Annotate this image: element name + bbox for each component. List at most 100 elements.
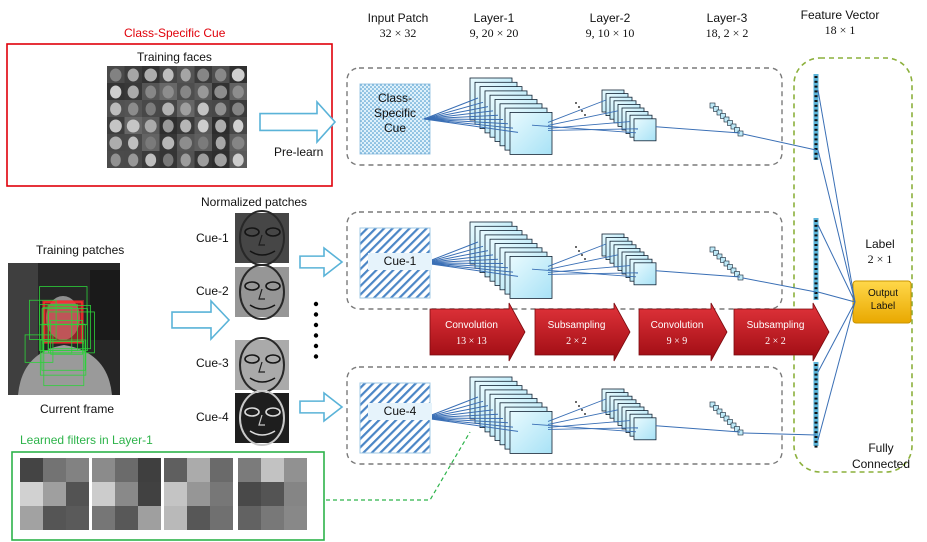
detection-box xyxy=(43,301,83,343)
pre-learn-label: Pre-learn xyxy=(274,145,324,159)
feature-vector-element xyxy=(814,143,818,146)
input-to-layer1-line xyxy=(423,417,519,432)
face-tile-face xyxy=(127,85,139,99)
filter-cell xyxy=(284,482,307,506)
feature-vector-element xyxy=(814,407,818,410)
normalized-patches-label: Normalized patches xyxy=(201,195,308,209)
layer1-to-layer2-line xyxy=(547,99,607,123)
filter-cell xyxy=(66,506,89,530)
filter-cell xyxy=(187,458,210,482)
layer1-to-layer2-line xyxy=(531,423,637,433)
label-dims: 2 × 1 xyxy=(867,252,893,267)
layer3-feature-map xyxy=(713,106,719,112)
cue1-input-label: Cue-1 xyxy=(368,253,432,271)
layer3-feature-map xyxy=(730,267,737,274)
header-layer3-name: Layer-3 xyxy=(706,11,748,25)
input-patch-box xyxy=(359,83,431,155)
cue-patch-mouth xyxy=(249,430,276,436)
connection-ellipsis xyxy=(584,258,586,260)
frame-door xyxy=(90,270,120,340)
input-to-layer1-line xyxy=(423,106,489,120)
input-to-layer1-line xyxy=(423,118,514,129)
filter-cell xyxy=(164,458,187,482)
header-layer3: Layer-3 18, 2 × 2 xyxy=(682,11,772,40)
feature-vector-element xyxy=(814,402,818,405)
operation-name: Subsampling xyxy=(747,320,805,331)
operation-name: Subsampling xyxy=(548,320,606,331)
face-tile-face xyxy=(145,85,157,99)
operation-param: 2 × 2 xyxy=(566,336,587,347)
connection-ellipsis xyxy=(575,246,577,248)
filter-cell xyxy=(164,482,187,506)
layer1-feature-map xyxy=(509,410,553,454)
feature-vector-element xyxy=(814,128,818,131)
connection-ellipsis xyxy=(575,102,577,104)
face-tile-face xyxy=(110,153,121,167)
learned-filters-box xyxy=(11,451,325,541)
filter-cell xyxy=(20,482,43,506)
feature-vector-element xyxy=(814,436,818,438)
cue-patch-left-eye xyxy=(244,281,260,291)
feature-vector-1 xyxy=(813,74,819,160)
training-patch-box xyxy=(41,308,88,351)
input-to-layer1-line xyxy=(423,413,499,419)
cue-patch-mouth xyxy=(249,250,276,256)
feature-vector-element xyxy=(814,378,818,381)
ellipsis-dot xyxy=(313,322,319,328)
feature-vector-element xyxy=(814,157,818,160)
header-layer2: Layer-2 9, 10 × 10 xyxy=(560,11,660,40)
layer3-feature-map xyxy=(737,130,744,137)
layer3-feature-map xyxy=(720,113,726,119)
face-tile-face xyxy=(197,153,209,167)
output-label-rect xyxy=(852,280,912,324)
cue-patch-right-eye xyxy=(265,281,281,291)
cue-patch-left-eye xyxy=(244,227,260,237)
label-name: Label xyxy=(865,237,895,251)
layer1-feature-map xyxy=(509,255,553,299)
class-specific-cue-box xyxy=(6,43,333,187)
filter-cell xyxy=(187,506,210,530)
ellipsis-dot xyxy=(313,333,319,338)
operation-arrow-shape xyxy=(733,302,830,362)
filter-cell xyxy=(66,458,89,482)
layer3-to-feature-vector-line xyxy=(742,133,817,151)
feature-vector-element xyxy=(814,426,818,429)
cue-label-2: Cue-2 xyxy=(196,284,229,298)
layer3-feature-map xyxy=(727,264,733,270)
layer3-feature-map xyxy=(727,120,733,126)
layer1-to-layer2-line xyxy=(547,110,619,126)
connection-ellipsis xyxy=(584,114,586,116)
feature-vector-element xyxy=(814,392,818,395)
layer3-feature-map xyxy=(737,274,744,281)
face-tile-face xyxy=(180,85,192,99)
feature-vector-element xyxy=(814,104,818,107)
output-label-box xyxy=(852,280,912,324)
input-to-layer1-line xyxy=(423,262,509,269)
face-tile-face xyxy=(231,68,245,82)
layer2-feature-map xyxy=(633,262,657,286)
layer3-to-feature-vector-line xyxy=(742,432,817,436)
ellipsis-dot xyxy=(313,312,319,317)
feature-vector-element xyxy=(814,229,818,232)
frame-to-cues-arrow xyxy=(171,298,231,342)
layer3-feature-map xyxy=(720,412,726,418)
filter-cell xyxy=(92,506,115,530)
filter-cell xyxy=(115,458,138,482)
cue-patch-right-eye xyxy=(265,407,281,417)
input-to-layer1-line xyxy=(423,118,504,120)
layer3-feature-map xyxy=(723,415,730,422)
training-faces-mosaic xyxy=(107,66,247,168)
face-tile-face xyxy=(180,119,192,133)
filter-cell xyxy=(284,506,307,530)
layer3-feature-map xyxy=(713,405,719,411)
layer1-feature-map xyxy=(509,112,553,155)
filter-cell xyxy=(138,482,161,506)
feature-vector-element xyxy=(814,85,818,88)
operation-name: Convolution xyxy=(445,320,498,331)
face-tile-face xyxy=(215,102,227,116)
layer3-feature-map xyxy=(716,408,723,415)
pre-learn-arrow xyxy=(259,99,337,145)
output-label-text: Output Label xyxy=(867,288,899,312)
filter-cell xyxy=(210,482,233,506)
feature-vector-element xyxy=(814,440,818,443)
